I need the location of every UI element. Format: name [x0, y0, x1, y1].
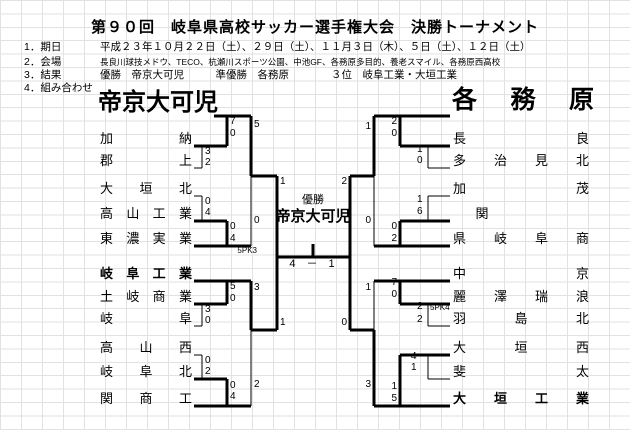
team-kano: 加納 — [100, 131, 192, 146]
team-ogaki-nishi: 大垣西 — [453, 340, 589, 355]
team-reitaku-mizunami: 麗澤瑞浪 — [453, 289, 589, 304]
team-tono-jitsugyo: 東濃実業 — [100, 231, 192, 246]
info-label-venue: 2．会場 — [24, 56, 62, 68]
team-teikyo-dai-kani: 帝京大可児 — [98, 89, 218, 116]
team-seki-shoko: 関商工 — [100, 391, 192, 406]
score-l-qf4-top: 0 — [230, 380, 236, 391]
score-r-r1c-top: 2 — [417, 301, 423, 312]
score-l-r1b-top: 0 — [205, 196, 211, 207]
score-l-r1c-top: 3 — [205, 304, 211, 315]
score-r-r1b-bottom: 6 — [417, 206, 423, 217]
score-l-gfb-bottom: 2 — [254, 379, 260, 390]
score-r-qf3-bottom: 0 — [391, 289, 397, 300]
score-l-qf2-bottom: 4 — [230, 233, 236, 244]
team-tajimi-kita: 多治見北 — [453, 153, 589, 168]
score-l-qf1-bottom: 0 — [230, 128, 236, 139]
team-gifu-kogyo: 岐阜工業 — [100, 266, 192, 281]
team-nagara: 長良 — [453, 131, 589, 146]
score-l-r1c-bottom: 0 — [205, 315, 211, 326]
score-r-r1d-top: 4 — [411, 351, 417, 362]
score-r-r1a-bottom: 0 — [417, 155, 423, 166]
team-gifu-kita: 岐阜北 — [100, 364, 192, 379]
score-l-gfa-bottom: 0 — [254, 215, 260, 226]
score-r-sf-bottom: 0 — [341, 317, 347, 328]
team-takayama-nishi: 高山西 — [100, 340, 192, 355]
page-title: 第９０回 岐阜県高校サッカー選手権大会 決勝トーナメント — [90, 19, 539, 36]
team-kakamigahara: 各務原 — [452, 86, 594, 114]
score-l-r1b-bottom: 4 — [205, 207, 211, 218]
score-l-qf3-bottom: 0 — [230, 293, 236, 304]
final-score: 4 － 1 — [289, 258, 335, 270]
team-chukyo: 中京 — [453, 266, 589, 281]
score-l-sf-bottom: 1 — [280, 317, 286, 328]
team-gifu: 岐阜 — [100, 311, 192, 326]
team-ogaki-kogyo: 大垣工業 — [453, 391, 589, 406]
score-r-qf1-top: 2 — [391, 116, 397, 127]
pk-label-left-semifinal: 5PK3 — [237, 246, 257, 255]
score-r-qf3-top: 7 — [391, 277, 397, 288]
score-r-qf2-bottom: 2 — [391, 233, 397, 244]
info-label-date: 1．期日 — [24, 41, 62, 53]
info-value-date: 平成２３年１０月２２日（土）、２９日（土）、１１月３日（木）、５日（土）、１２日… — [100, 41, 531, 53]
team-kengifusho: 県岐阜商 — [453, 231, 589, 246]
info-label-draw: 4．組み合わせ — [24, 82, 93, 94]
info-line-result: 3．結果 優勝 帝京大可児 準優勝 各務原 ３位 岐阜工業・大垣工業 — [24, 69, 624, 81]
score-r-gfc-bottom: 0 — [365, 215, 371, 226]
score-r-qf2-top: 0 — [391, 221, 397, 232]
score-l-r1d-bottom: 2 — [205, 366, 211, 377]
team-hashima-kita: 羽島北 — [453, 311, 589, 326]
score-r-gfd-bottom: 3 — [365, 379, 371, 390]
score-r-gfc-top: 1 — [365, 121, 371, 132]
score-r-r1d-bottom: 1 — [411, 362, 417, 373]
score-l-sf-top: 1 — [280, 176, 286, 187]
score-r-sf-top: 2 — [341, 176, 347, 187]
info-line-venue: 2．会場 長良川球技メドウ、TECO、杭瀬川スポーツ公園、中池GF、各務原多目的… — [24, 56, 624, 68]
score-l-r1d-top: 0 — [205, 355, 211, 366]
score-l-qf1-top: 7 — [230, 116, 236, 127]
team-takayama-kogyo: 高山工業 — [100, 206, 192, 221]
score-l-qf4-bottom: 4 — [230, 391, 236, 402]
score-l-qf3-top: 5 — [230, 281, 236, 292]
champion-name: 帝京大可児 — [275, 208, 351, 225]
info-label-result: 3．結果 — [24, 69, 62, 81]
score-l-r1a-top: 3 — [205, 146, 211, 157]
team-ogaki-kita: 大垣北 — [100, 181, 192, 196]
info-value-venue: 長良川球技メドウ、TECO、杭瀬川スポーツ公園、中池GF、各務原多目的、養老スマ… — [100, 57, 501, 67]
score-l-gfa-top: 5 — [254, 119, 260, 130]
info-value-result: 優勝 帝京大可児 準優勝 各務原 ３位 岐阜工業・大垣工業 — [100, 69, 457, 81]
score-r-r1a-top: 1 — [417, 144, 423, 155]
score-l-r1a-bottom: 2 — [205, 157, 211, 168]
info-line-date: 1．期日 平成２３年１０月２２日（土）、２９日（土）、１１月３日（木）、５日（土… — [24, 41, 624, 53]
team-toki-shogyo: 土岐商業 — [100, 289, 192, 304]
score-r-r1c-bottom: 2 — [417, 314, 423, 325]
team-kamo: 加茂 — [453, 181, 589, 196]
pk-label-right-first-round: 5PK4 — [430, 303, 450, 312]
score-l-qf2-top: 0 — [230, 221, 236, 232]
score-r-qf1-bottom: 0 — [391, 128, 397, 139]
team-seki: 関 — [475, 206, 489, 221]
score-r-gfd-top: 1 — [365, 282, 371, 293]
info-line-draw: 4．組み合わせ — [24, 82, 624, 94]
team-hida: 斐太 — [453, 364, 589, 379]
score-r-r1b-top: 1 — [417, 194, 423, 205]
score-l-gfb-top: 3 — [254, 282, 260, 293]
score-r-qf4-bottom: 5 — [391, 393, 397, 404]
team-gujo: 郡上 — [100, 153, 192, 168]
champion-label: 優勝 — [302, 194, 324, 206]
score-r-qf4-top: 1 — [391, 381, 397, 392]
